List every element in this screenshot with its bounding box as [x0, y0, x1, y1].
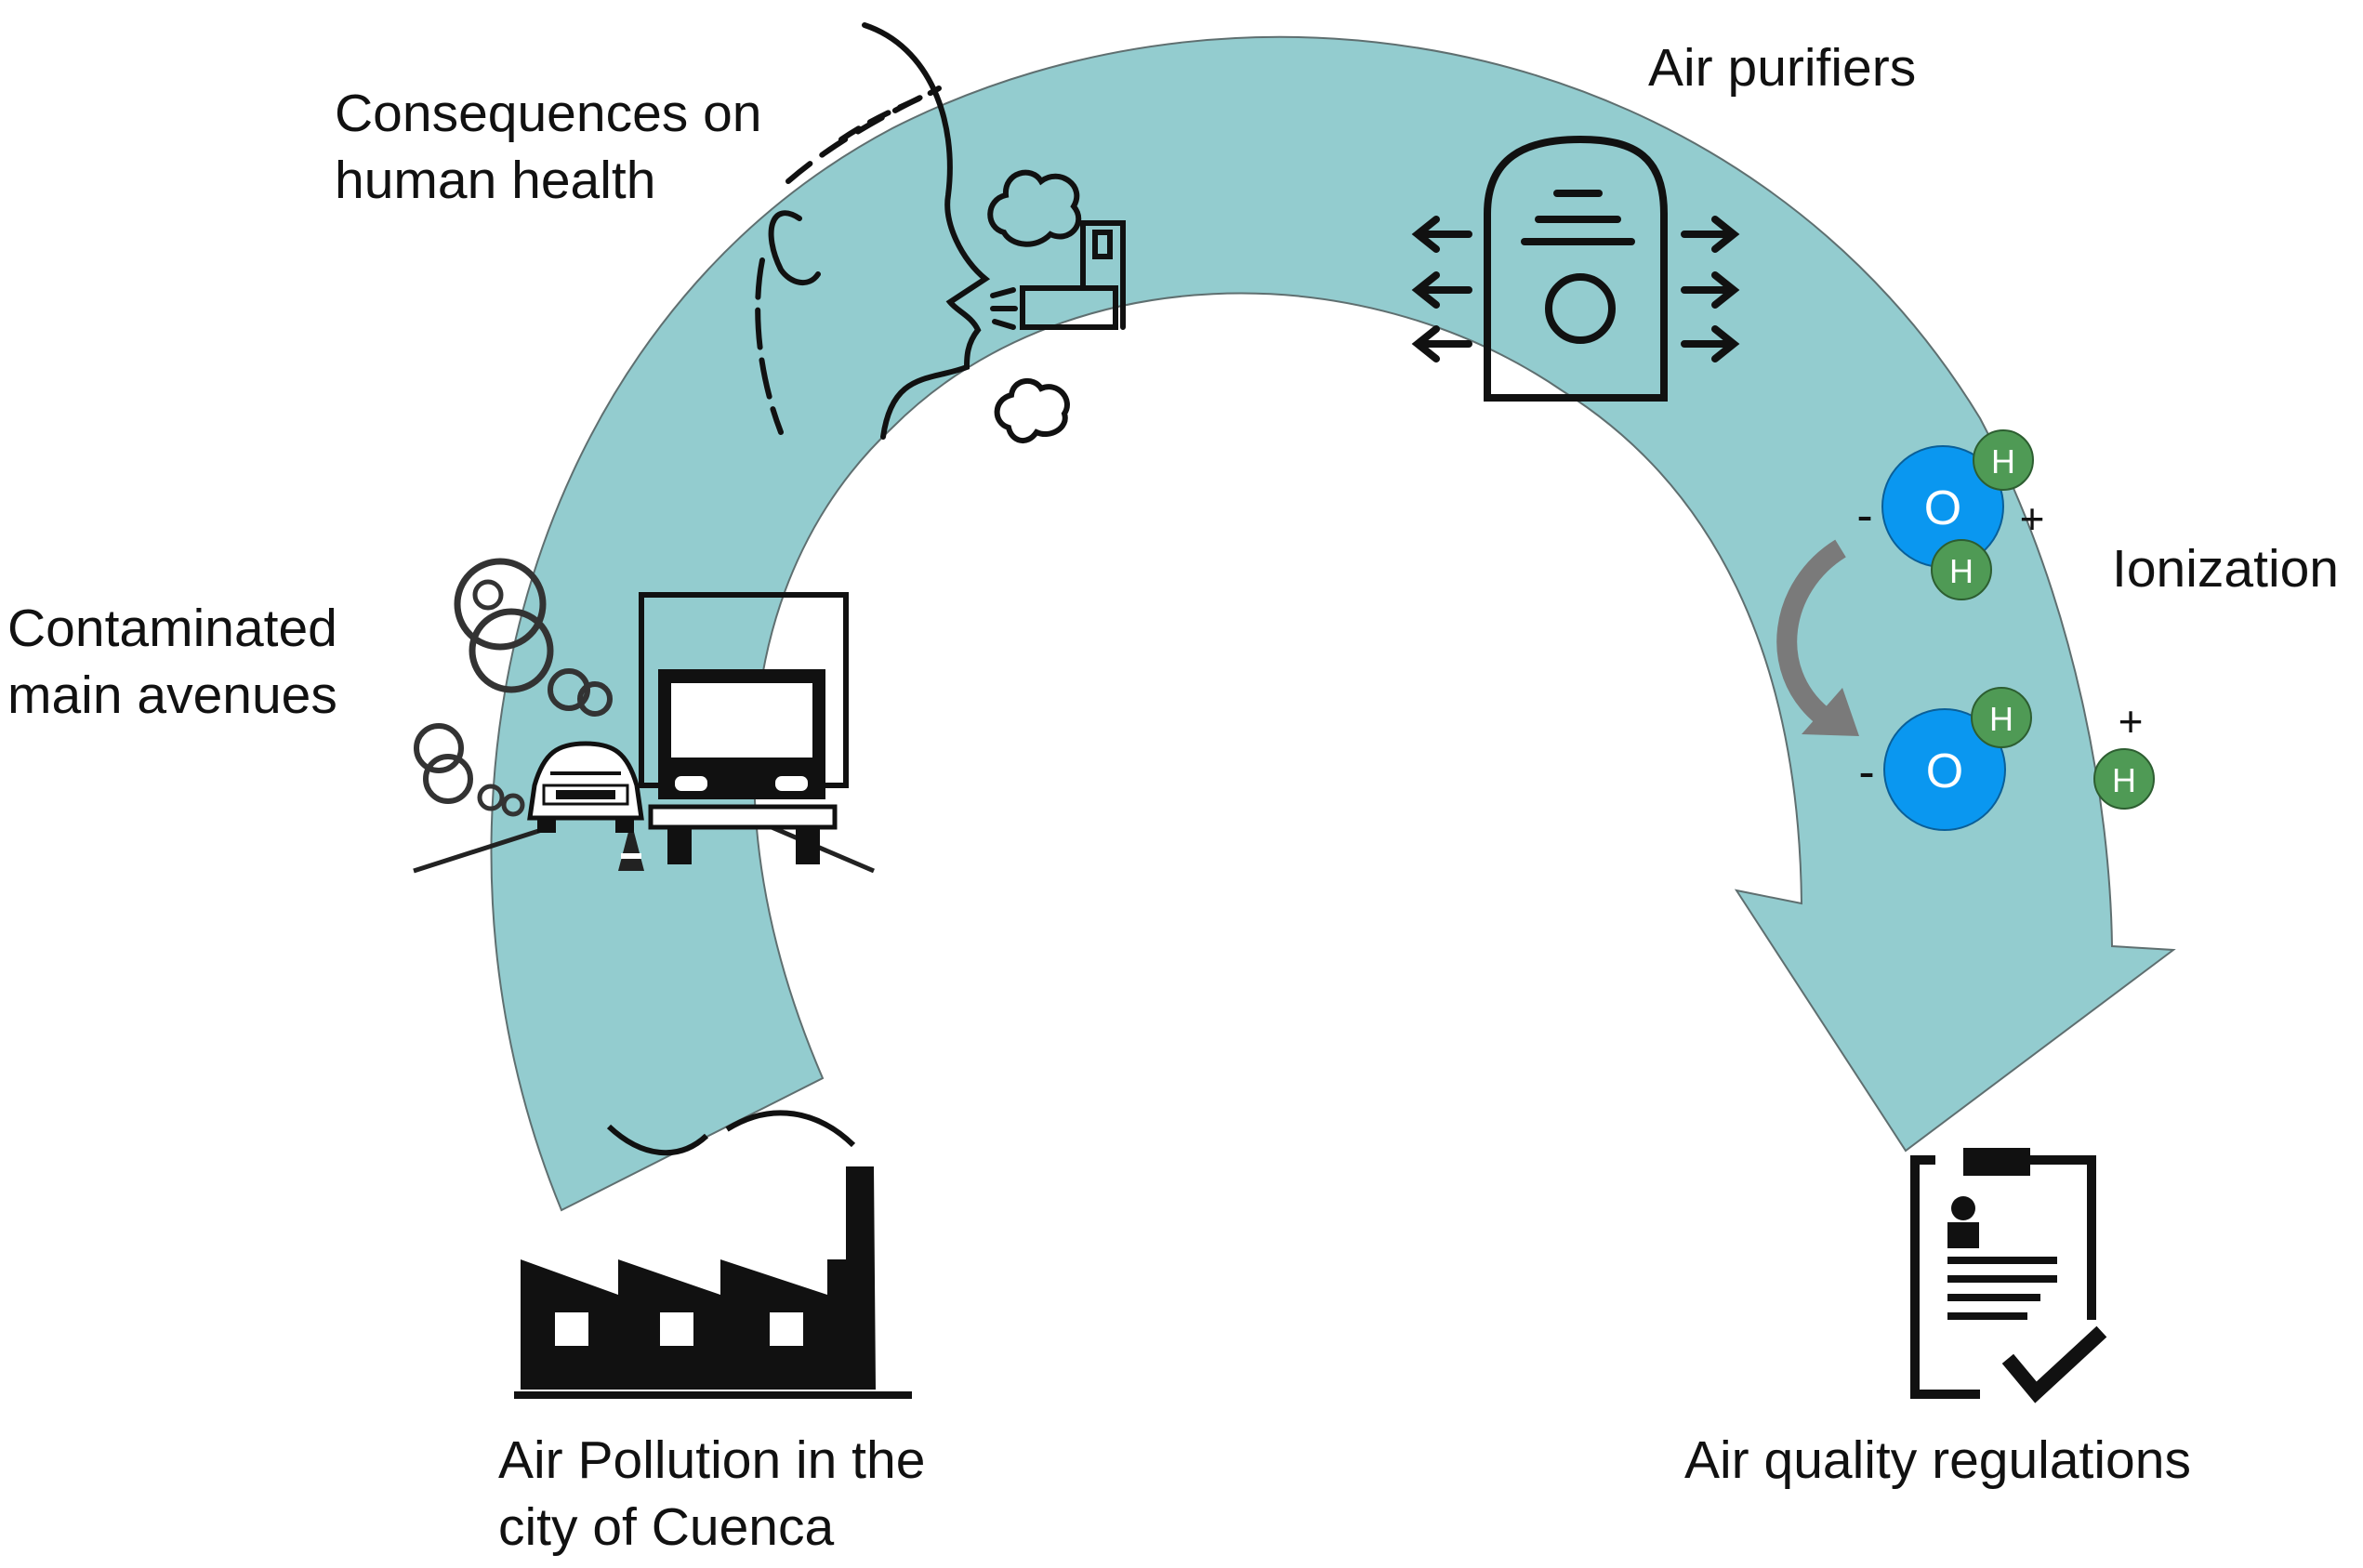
hydrogen-symbol: H	[2112, 761, 2136, 799]
ionization-diagram: O H H - + O H - H +	[1776, 429, 2155, 831]
human-head-inhaler-icon	[755, 22, 1126, 443]
hydrogen-atom	[1973, 429, 2034, 491]
oxygen-atom	[1883, 708, 2006, 831]
process-flow-arrow	[490, 35, 2176, 1212]
label-line: city of Cuenca	[498, 1497, 835, 1557]
label-line: Ionization	[2112, 539, 2340, 599]
minus-sign: -	[1856, 489, 1872, 543]
label-line: main avenues	[7, 665, 337, 725]
label-line: Air quality regulations	[1684, 1430, 2191, 1490]
curved-arrow-icon	[1776, 539, 1847, 724]
hydrogen-atom	[1971, 687, 2032, 748]
plus-sign: +	[2020, 494, 2045, 543]
hydrogen-atom	[2093, 748, 2155, 810]
hydrogen-symbol: H	[1991, 442, 2015, 481]
traffic-icon	[413, 558, 875, 874]
hydrogen-symbol: H	[1949, 552, 1974, 590]
oxygen-symbol: O	[1924, 481, 1961, 535]
label-air-pollution: Air Pollution in the city of Cuenca	[498, 1427, 925, 1561]
label-contaminated-avenues: Contaminated main avenues	[7, 595, 337, 729]
factory-icon	[514, 1110, 912, 1399]
label-line: Contaminated	[7, 599, 337, 658]
air-purifier-icon	[1411, 135, 1740, 402]
label-line: Consequences on	[335, 84, 762, 143]
label-line: Air Pollution in the	[498, 1430, 926, 1490]
oxygen-symbol: O	[1926, 744, 1963, 798]
label-air-quality-regulations: Air quality regulations	[1684, 1427, 2191, 1494]
minus-sign: -	[1858, 745, 1874, 799]
label-ionization: Ionization	[2112, 535, 2339, 602]
plus-sign: +	[2119, 697, 2144, 745]
label-consequences-health: Consequences on human health	[335, 80, 762, 214]
label-line: Air purifiers	[1648, 38, 1917, 98]
label-line: human health	[335, 151, 656, 210]
label-air-purifiers: Air purifiers	[1648, 34, 1916, 101]
hydrogen-symbol: H	[1989, 700, 2013, 738]
clipboard-checklist-icon	[1910, 1148, 2107, 1403]
hydrogen-atom	[1931, 539, 1992, 600]
